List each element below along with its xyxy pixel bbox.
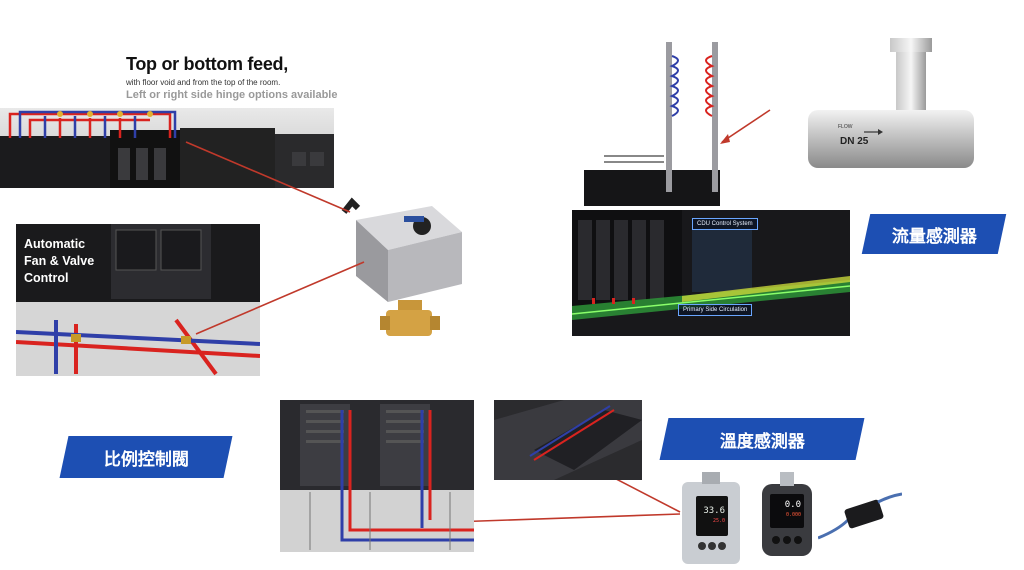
- cdu-room-illustration: [572, 210, 850, 320]
- proportional-valve-banner: 比例控制閥: [59, 436, 233, 478]
- primary-circulation-tag: Primary Side Circulation: [678, 304, 753, 316]
- sensor-device-2: 0.0 0.000: [762, 472, 812, 556]
- cdu-room-image: CDU Control System Primary Side Circulat…: [572, 210, 850, 336]
- control-label: Automatic Fan & Valve Control: [24, 236, 94, 287]
- flow-pipe-illustration: [808, 38, 974, 168]
- sensor-2-button-2[interactable]: [783, 536, 791, 544]
- manifold-image: [584, 36, 720, 206]
- inline-sensor-cable: [818, 492, 902, 540]
- flow-label: FLOW: [838, 124, 853, 130]
- valve-actuator-image: [336, 192, 466, 362]
- sensor-1-button-1[interactable]: [698, 542, 706, 550]
- cdu-control-tag: CDU Control System: [692, 218, 758, 230]
- sensor-2-connector: [780, 472, 794, 486]
- tray-illustration: [494, 400, 642, 480]
- headline: Top or bottom feed, with floor void and …: [126, 54, 386, 101]
- server-room-top-feed-image: [0, 108, 334, 188]
- control-label-line1: Automatic: [24, 237, 86, 251]
- sensor-device-1: 33.6 25.0: [682, 472, 740, 564]
- temp-sensor-label: 溫度感測器: [719, 431, 805, 452]
- sensor-1-display: 33.6 25.0: [696, 496, 728, 536]
- control-label-line3: Control: [24, 271, 69, 285]
- flow-sensor-banner: 流量感測器: [861, 214, 1007, 254]
- underfloor-piping-illustration: [16, 224, 260, 376]
- manifold-illustration: [584, 42, 720, 206]
- underfloor-piping-image: [280, 400, 474, 552]
- sensor-1-connector: [702, 472, 720, 484]
- control-label-line2: Fan & Valve: [24, 254, 95, 268]
- flow-sensor-label: 流量感測器: [891, 226, 977, 247]
- headline-note: Left or right side hinge options availab…: [126, 89, 338, 101]
- sensor-2-button-1[interactable]: [772, 536, 780, 544]
- sensor-1-sub: 25.0: [712, 518, 725, 524]
- sensor-2-button-3[interactable]: [794, 536, 802, 544]
- sensor-1-button-2[interactable]: [708, 542, 716, 550]
- sensor-1-button-3[interactable]: [718, 542, 726, 550]
- sensor-2-display: 0.0 0.000: [770, 494, 804, 528]
- pipe-size-label: DN 25: [840, 136, 869, 147]
- sensor-1-value: 33.6: [703, 506, 725, 516]
- headline-title: Top or bottom feed,: [126, 54, 288, 74]
- headline-subtitle: with floor void and from the top of the …: [126, 78, 281, 87]
- rack-piping-illustration: [280, 400, 474, 552]
- temp-sensor-banner: 溫度感測器: [659, 418, 865, 460]
- sensor-2-value: 0.0: [784, 500, 801, 510]
- cable-tray-image: [494, 400, 642, 480]
- sensor-2-sub: 0.000: [785, 512, 801, 518]
- actuator-illustration: [341, 197, 462, 336]
- fan-valve-control-image: Automatic Fan & Valve Control: [16, 224, 260, 376]
- temp-sensor-devices: 33.6 25.0 0.0 0.000: [682, 470, 902, 568]
- flow-pipe-image: FLOW DN 25: [804, 36, 976, 176]
- proportional-valve-label: 比例控制閥: [103, 449, 189, 470]
- server-racks-illustration: [0, 110, 334, 188]
